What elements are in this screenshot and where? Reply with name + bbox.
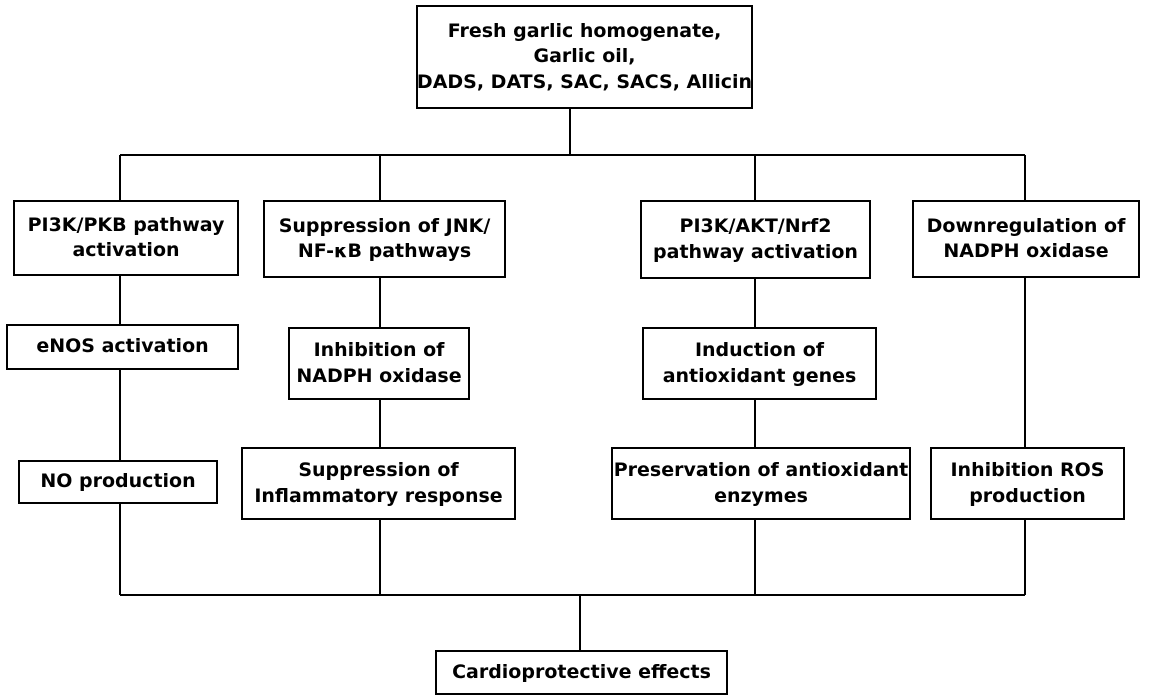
box-text-line: Cardioprotective effects [452,660,711,683]
box-text-line: PI3K/AKT/Nrf2 [679,215,832,238]
box-text-line: Suppression of JNK/ [278,214,491,237]
box-text-line: NO production [40,470,196,493]
box-text-line: Garlic oil, [533,45,636,68]
pathway-box-pi3k-pkb: PI3K/PKB pathway activation [13,200,239,276]
effect-box-enos-activation: eNOS activation [6,324,239,370]
box-text-line: activation [72,239,180,261]
outcome-box-no-production: NO production [18,460,218,504]
box-text-line: Inflammatory response [254,484,503,507]
box-text-line: PI3K/PKB pathway [27,213,225,236]
final-box-cardioprotective: Cardioprotective effects [435,650,728,695]
box-text-line: Preservation of antioxidant [613,459,909,482]
source-box: Fresh garlic homogenate,Garlic oil,DADS,… [416,5,753,109]
box-text-line: pathway activation [653,240,858,263]
box-text-line: NADPH oxidase [943,240,1109,262]
box-text-line: NF-κB pathways [297,240,472,262]
box-text-line: Fresh garlic homogenate, [447,20,722,43]
pathway-box-nadph-downregulation: Downregulation of NADPH oxidase [912,200,1140,278]
box-text-line: enzymes [714,484,808,507]
box-text-line: Inhibition ROS [950,459,1105,482]
box-text-line: eNOS activation [36,335,209,358]
box-text-line: production [969,484,1086,507]
box-text-line: Suppression of [298,459,459,482]
box-text-line: DADS, DATS, SAC, SACS, Allicin [416,70,753,93]
box-text-line: antioxidant genes [662,364,857,387]
box-text-line: Inhibition of [313,339,445,362]
pathway-box-jnk-nfkb: Suppression of JNK/NF-κB pathways [263,200,506,278]
box-text-line: Downregulation of [926,214,1126,237]
box-text-line: Induction of [694,339,825,362]
box-text-line: NADPH oxidase [296,364,462,387]
